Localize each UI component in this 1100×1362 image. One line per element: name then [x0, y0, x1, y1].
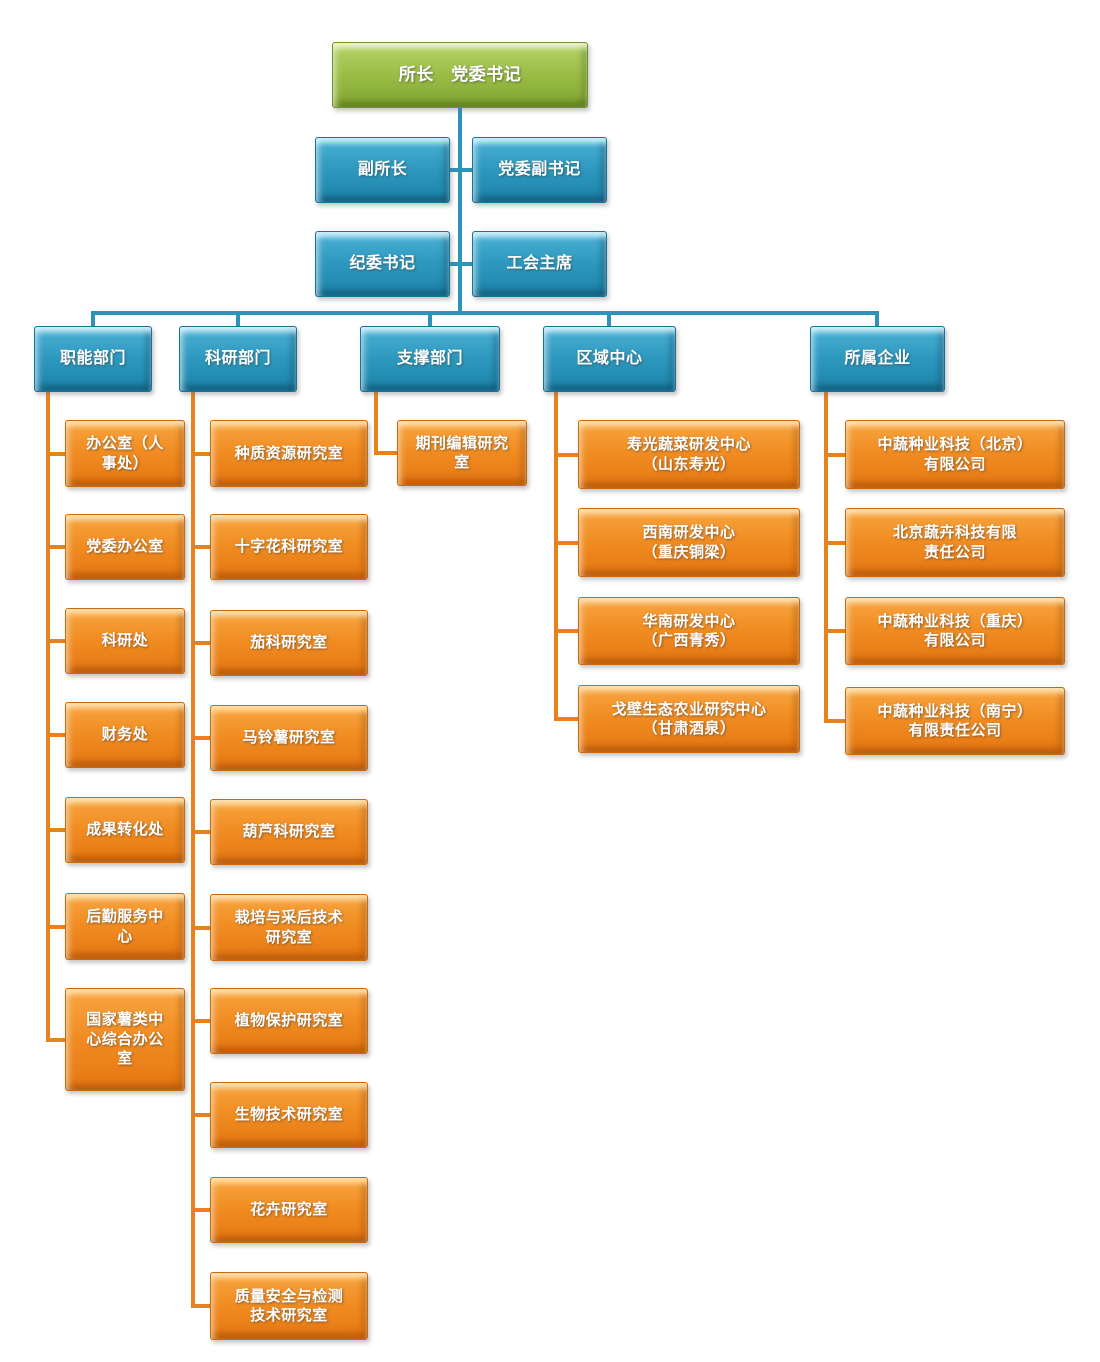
org-node-child: 国家薯类中 心综合办公 室	[65, 988, 185, 1091]
org-node-child: 葫芦科研究室	[210, 799, 368, 865]
connector-child-stub	[554, 541, 580, 545]
org-node-discipline-secretary: 纪委书记	[315, 231, 450, 297]
org-node-child: 后勤服务中 心	[65, 893, 185, 960]
org-branch-functional-departments: 职能部门	[34, 326, 152, 392]
connector-branch-spine	[191, 390, 195, 1308]
connector-branch-horizontal	[91, 311, 879, 315]
connector-child-stub	[554, 717, 580, 721]
connector-child-stub	[46, 452, 67, 456]
connector-child-stub	[46, 545, 67, 549]
org-node-union-chairman: 工会主席	[472, 231, 607, 297]
org-node-child: 种质资源研究室	[210, 420, 368, 487]
org-node-child: 西南研发中心 （重庆铜梁）	[578, 508, 800, 577]
org-node-child: 财务处	[65, 702, 185, 768]
connector-child-stub	[824, 541, 847, 545]
connector-child-stub	[46, 1038, 67, 1042]
connector-child-stub	[374, 451, 399, 455]
connector-branch-drop	[428, 315, 432, 326]
connector-child-stub	[46, 733, 67, 737]
org-branch-regional-centers: 区域中心	[543, 326, 676, 392]
org-node-child: 十字花科研究室	[210, 514, 368, 580]
connector-child-stub	[554, 453, 580, 457]
connector-branch-drop	[607, 315, 611, 326]
connector-child-stub	[191, 1304, 212, 1308]
connector-child-stub	[824, 629, 847, 633]
connector-branch-spine	[824, 390, 828, 723]
org-node-child: 办公室（人 事处）	[65, 420, 185, 487]
org-node-child: 科研处	[65, 608, 185, 674]
org-node-child: 花卉研究室	[210, 1177, 368, 1243]
connector-branch-drop	[236, 315, 240, 326]
org-node-child: 成果转化处	[65, 797, 185, 863]
connector-child-stub	[824, 719, 847, 723]
connector-child-stub	[191, 1113, 212, 1117]
connector-branch-drop	[875, 315, 879, 326]
connector-branch-spine	[554, 390, 558, 721]
org-node-child: 中蔬种业科技（重庆） 有限公司	[845, 597, 1065, 665]
org-branch-support-departments: 支撑部门	[360, 326, 500, 392]
connector-child-stub	[191, 545, 212, 549]
org-node-child: 马铃薯研究室	[210, 705, 368, 771]
connector-child-stub	[191, 1019, 212, 1023]
org-node-child: 生物技术研究室	[210, 1082, 368, 1148]
org-node-child: 质量安全与检测 技术研究室	[210, 1272, 368, 1340]
connector-child-stub	[46, 828, 67, 832]
org-node-child: 中蔬种业科技（北京） 有限公司	[845, 420, 1065, 489]
org-node-child: 栽培与采后技术 研究室	[210, 894, 368, 961]
connector-child-stub	[191, 641, 212, 645]
org-node-deputy-director: 副所长	[315, 137, 450, 203]
org-branch-affiliated-enterprises: 所属企业	[810, 326, 945, 392]
org-node-child: 华南研发中心 （广西青秀）	[578, 597, 800, 665]
connector-child-stub	[46, 639, 67, 643]
connector-child-stub	[191, 736, 212, 740]
connector-child-stub	[191, 1208, 212, 1212]
connector-child-stub	[554, 629, 580, 633]
connector-branch-drop	[91, 315, 95, 326]
org-node-child: 北京蔬卉科技有限 责任公司	[845, 508, 1065, 577]
connector-root-vertical	[458, 108, 462, 315]
org-node-child: 茄科研究室	[210, 610, 368, 676]
org-node-child: 植物保护研究室	[210, 988, 368, 1054]
org-node-child: 寿光蔬菜研发中心 （山东寿光）	[578, 420, 800, 489]
org-node-child: 戈壁生态农业研究中心 （甘肃酒泉）	[578, 685, 800, 753]
connector-level3-stub	[450, 262, 472, 266]
connector-child-stub	[191, 830, 212, 834]
org-node-deputy-party-secretary: 党委副书记	[472, 137, 607, 203]
connector-child-stub	[46, 925, 67, 929]
org-branch-research-departments: 科研部门	[179, 326, 297, 392]
connector-branch-spine	[46, 390, 50, 1042]
org-node-child: 中蔬种业科技（南宁） 有限责任公司	[845, 687, 1065, 755]
connector-child-stub	[191, 926, 212, 930]
connector-child-stub	[191, 452, 212, 456]
org-node-director: 所长 党委书记	[332, 42, 588, 108]
connector-child-stub	[824, 453, 847, 457]
org-node-child: 期刊编辑研究 室	[397, 420, 527, 486]
org-node-child: 党委办公室	[65, 514, 185, 580]
connector-branch-spine	[374, 390, 378, 455]
connector-level2-stub	[450, 168, 472, 172]
